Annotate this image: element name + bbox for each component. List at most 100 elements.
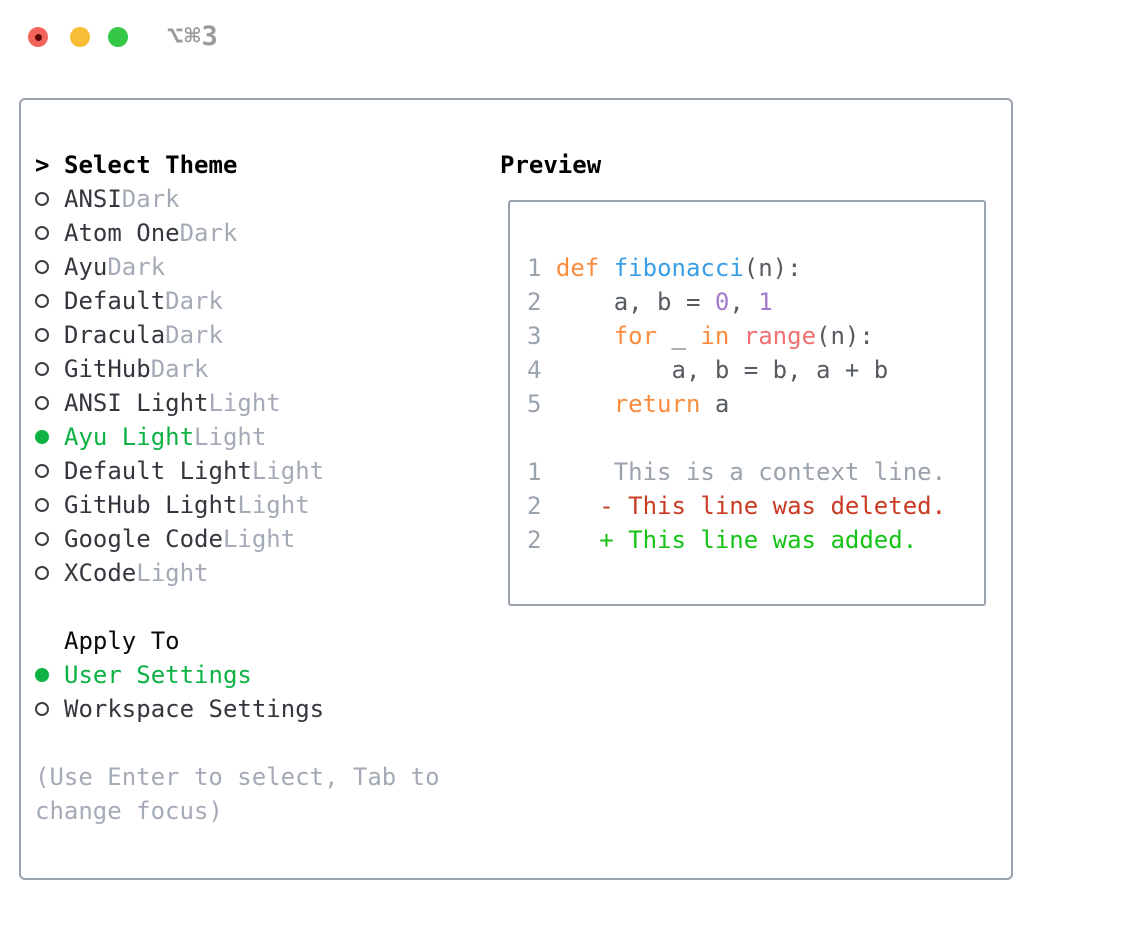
radio-icon xyxy=(35,396,49,410)
line-number: 4 xyxy=(527,356,542,384)
code-token-kw: return xyxy=(613,390,701,418)
code-token-num: 0 xyxy=(714,288,730,316)
code-token-fg: a xyxy=(700,390,730,418)
code-line: 2 + This line was added. xyxy=(527,523,946,557)
line-number: 2 xyxy=(527,288,542,316)
code-token-fg xyxy=(729,322,743,350)
radio-icon xyxy=(35,226,49,240)
code-line: 1 This is a context line. xyxy=(527,455,946,489)
theme-item-label: GitHub Light xyxy=(64,491,238,519)
close-dot-icon xyxy=(34,33,42,41)
theme-item-variant: Dark xyxy=(165,287,223,315)
radio-icon xyxy=(35,498,49,512)
theme-item-variant: Light xyxy=(194,423,267,451)
radio-icon xyxy=(35,566,49,580)
line-number: 5 xyxy=(527,390,542,418)
cursor-arrow-icon: > xyxy=(35,151,50,179)
code-token-fg xyxy=(556,322,614,350)
radio-selected-icon xyxy=(35,668,49,682)
theme-item-label: Default xyxy=(64,287,166,315)
theme-item-variant: Dark xyxy=(150,355,209,383)
theme-item-label: ANSI Light xyxy=(64,389,209,417)
apply-to-option-label: User Settings xyxy=(64,661,252,689)
spacer-row xyxy=(35,726,440,760)
code-line xyxy=(527,421,946,455)
theme-item-variant: Light xyxy=(208,389,281,417)
theme-item-label: Dracula xyxy=(64,321,166,349)
preview-title: Preview xyxy=(500,151,602,179)
spacer-row xyxy=(35,590,440,624)
line-number: 3 xyxy=(527,322,542,350)
theme-item-variant: Dark xyxy=(179,219,238,247)
line-number: 2 xyxy=(527,492,542,520)
theme-item-label: GitHub xyxy=(64,355,151,383)
minimize-button[interactable] xyxy=(70,27,90,47)
code-token-fg: , xyxy=(729,288,759,316)
line-number: 1 xyxy=(527,254,542,282)
theme-item[interactable]: Atom One Dark xyxy=(35,216,440,250)
radio-icon xyxy=(35,532,49,546)
theme-item-label: Default Light xyxy=(64,457,252,485)
theme-item[interactable]: GitHub Light Light xyxy=(35,488,440,522)
theme-item[interactable]: ANSI Dark xyxy=(35,182,440,216)
theme-item-variant: Light xyxy=(136,559,209,587)
apply-to-header-row: Apply To xyxy=(35,624,440,658)
theme-item-label: ANSI xyxy=(64,185,122,213)
code-line: 3 for _ in range(n): xyxy=(527,319,946,353)
radio-selected-icon xyxy=(35,430,49,444)
code-token-fg: a, b = b, a + b xyxy=(555,356,889,384)
select-theme-title: Select Theme xyxy=(64,151,238,179)
code-line: 2 a, b = 0, 1 xyxy=(527,285,946,319)
theme-item[interactable]: Google Code Light xyxy=(35,522,440,556)
theme-item[interactable]: Ayu Dark xyxy=(35,250,440,284)
theme-item[interactable]: Default Dark xyxy=(35,284,440,318)
code-line: 5 return a xyxy=(527,387,946,421)
apply-to-option-label: Workspace Settings xyxy=(64,695,325,723)
apply-to-option[interactable]: User Settings xyxy=(35,658,440,692)
window-title-shortcut: ⌥⌘3 xyxy=(167,21,219,52)
theme-item[interactable]: ANSI Light Light xyxy=(35,386,440,420)
titlebar: ⌥⌘3 xyxy=(0,0,1140,97)
radio-icon xyxy=(35,702,49,716)
theme-item-label: Atom One xyxy=(64,219,180,247)
theme-item-variant: Dark xyxy=(107,253,166,281)
code-token-kw: def xyxy=(555,254,600,282)
code-line: 2 - This line was deleted. xyxy=(527,489,946,523)
radio-icon xyxy=(35,192,49,206)
theme-item[interactable]: Dracula Dark xyxy=(35,318,440,352)
line-number: 2 xyxy=(527,526,542,554)
code-token-fn: fibonacci xyxy=(613,254,744,282)
theme-item[interactable]: XCode Light xyxy=(35,556,440,590)
code-token-ctx: This is a context line. xyxy=(555,458,947,486)
line-number: 1 xyxy=(527,458,542,486)
theme-item[interactable]: Default Light Light xyxy=(35,454,440,488)
apply-to-option[interactable]: Workspace Settings xyxy=(35,692,440,726)
theme-item[interactable]: Ayu Light Light xyxy=(35,420,440,454)
code-token-fg xyxy=(556,390,614,418)
theme-item[interactable]: GitHub Dark xyxy=(35,352,440,386)
code-token-kw: in xyxy=(700,322,730,350)
radio-icon xyxy=(35,464,49,478)
theme-item-variant: Dark xyxy=(121,185,180,213)
theme-item-label: Google Code xyxy=(64,525,223,553)
theme-item-label: XCode xyxy=(64,559,137,587)
code-token-del: - This line was deleted. xyxy=(555,492,947,520)
code-token-fg xyxy=(599,254,613,282)
code-token-fg: (n): xyxy=(743,254,802,282)
theme-item-variant: Light xyxy=(237,491,310,519)
code-token-fg: _ xyxy=(657,322,701,350)
code-token-kw: for xyxy=(613,322,658,350)
close-button[interactable] xyxy=(28,27,48,47)
radio-icon xyxy=(35,294,49,308)
radio-icon xyxy=(35,362,49,376)
code-line: 1 def fibonacci(n): xyxy=(527,251,946,285)
code-token-fg: a, b = xyxy=(555,288,715,316)
zoom-button[interactable] xyxy=(108,27,128,47)
hint-line-2: change focus) xyxy=(35,797,223,825)
